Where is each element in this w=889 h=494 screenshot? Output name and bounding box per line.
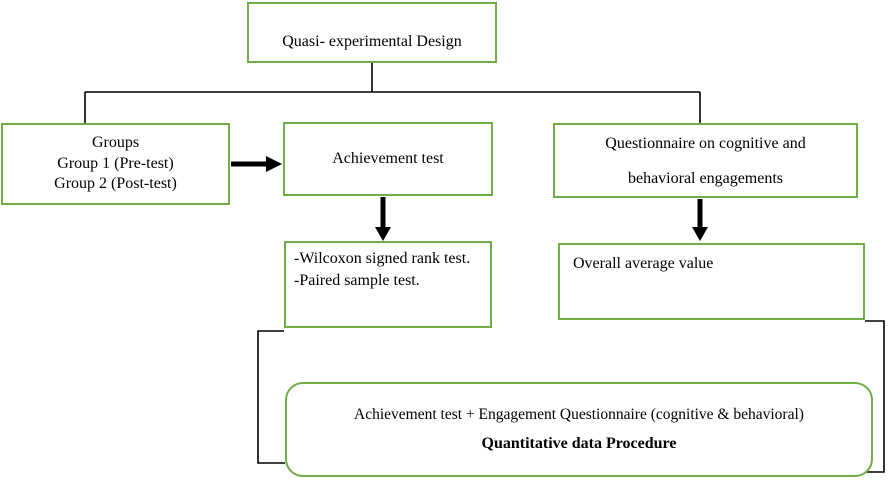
statistical-test-item: -Wilcoxon signed rank test. — [294, 250, 471, 267]
questionnaire-line: behavioral engagements — [627, 169, 784, 187]
statistical-test-item: -Paired sample test. — [294, 271, 420, 289]
node-overall-average-value: Overall average value — [558, 243, 865, 320]
node-quasi-experimental-design-label: Quasi- experimental Design — [282, 33, 462, 51]
node-engagement-questionnaire: Questionnaire on cognitive and behaviora… — [553, 123, 858, 198]
node-groups: Groups Group 1 (Pre-test) Group 2 (Post-… — [1, 123, 230, 205]
arrow-groups-to-achievement — [231, 156, 282, 172]
groups-line: Group 1 (Pre-test) — [57, 154, 174, 172]
connector-tests-to-summary — [257, 330, 285, 464]
node-quasi-experimental-design: Quasi- experimental Design — [247, 2, 497, 63]
summary-procedure-label: Quantitative data Procedure — [481, 434, 677, 452]
node-statistical-tests: -Wilcoxon signed rank test. -Paired samp… — [284, 241, 492, 328]
node-overall-average-value-label: Overall average value — [573, 255, 714, 272]
node-quantitative-data-procedure: Achievement test + Engagement Questionna… — [285, 382, 873, 477]
node-achievement-test-label: Achievement test — [332, 149, 444, 167]
groups-line: Groups — [91, 133, 140, 151]
groups-line: Group 2 (Post-test) — [54, 175, 177, 193]
arrow-achievement-to-tests — [375, 197, 391, 241]
summary-combination-label: Achievement test + Engagement Questionna… — [354, 405, 804, 423]
arrow-questionnaire-to-overall — [692, 199, 708, 241]
connector-title-branch — [84, 63, 701, 123]
questionnaire-line: Questionnaire on cognitive and — [605, 134, 806, 152]
node-achievement-test: Achievement test — [283, 122, 493, 196]
